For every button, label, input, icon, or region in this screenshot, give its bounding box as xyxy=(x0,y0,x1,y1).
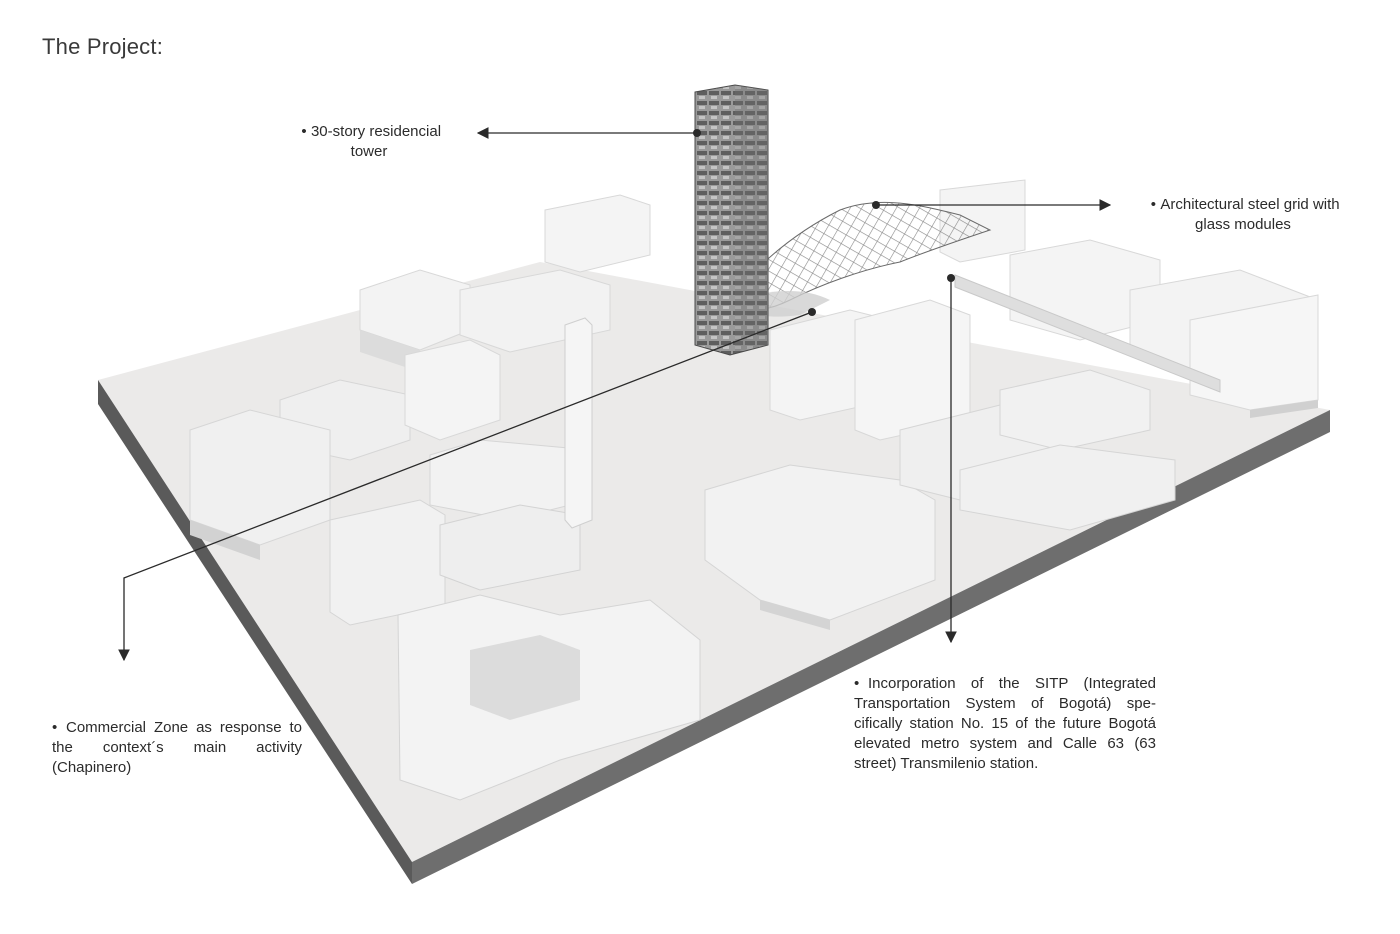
annotation-sitp-station: •Incorporation of the SITP (Integrated T… xyxy=(854,674,1156,774)
bullet-icon: • xyxy=(1150,196,1156,213)
leader-commercial-dot xyxy=(808,308,816,316)
annotation-grid-text: Architectural steel grid with glass modu… xyxy=(1160,196,1340,233)
annotation-steel-grid: •Architectural steel grid with glass mod… xyxy=(1128,195,1358,235)
annotation-commercial-text: Commercial Zone as response to the conte… xyxy=(52,719,302,776)
leader-sitp-dot xyxy=(947,274,955,282)
bullet-icon: • xyxy=(52,719,58,736)
annotation-tower: •30-story residencial tower xyxy=(284,122,454,162)
annotation-sitp-text: Incorporation of the SITP (Integrated Tr… xyxy=(854,675,1156,772)
context-buildings xyxy=(189,179,1319,801)
residential-tower xyxy=(694,84,769,356)
bullet-icon: • xyxy=(301,123,307,140)
leader-tower-dot xyxy=(693,129,701,137)
page-title: The Project: xyxy=(42,34,164,59)
base-side-right xyxy=(412,410,1330,884)
bullet-icon: • xyxy=(854,675,860,692)
annotation-tower-text: 30-story residencial tower xyxy=(310,123,442,160)
base-side-left xyxy=(98,380,412,884)
leader-commercial xyxy=(118,311,813,662)
annotation-commercial-zone: •Commercial Zone as response to the cont… xyxy=(52,718,302,778)
leader-grid-dot xyxy=(872,201,880,209)
leader-lines xyxy=(118,127,1112,662)
